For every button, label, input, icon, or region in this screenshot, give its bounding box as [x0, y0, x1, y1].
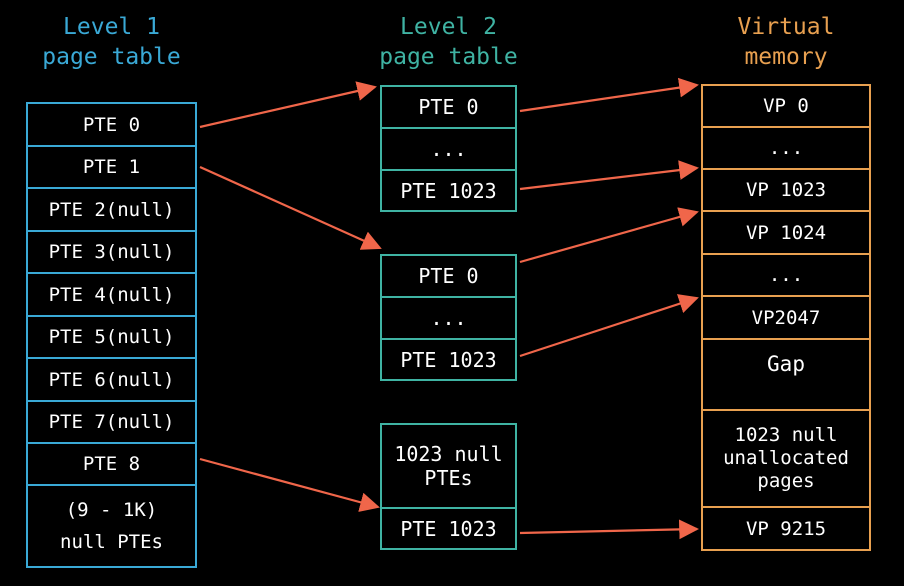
vm-ellipsis-2: ...	[703, 255, 869, 297]
arrow-l1pte8-to-l2c	[199, 457, 380, 512]
vm-gap: Gap	[703, 340, 869, 411]
level2-table-a: PTE 0 ... PTE 1023	[380, 85, 517, 212]
l2c-null-ptes: 1023 null PTEs	[382, 425, 515, 509]
arrow-l1pte1-to-l2b	[199, 165, 382, 250]
l1-pte-4: PTE 4(null)	[28, 274, 195, 317]
l2c-pte-1023: PTE 1023	[400, 516, 497, 541]
arrow-l2c1023-to-vp9215	[519, 519, 699, 540]
level1-page-table: PTE 0 PTE 1 PTE 2(null) PTE 3(null) PTE …	[26, 102, 197, 568]
l2b-ellipsis: ...	[382, 298, 515, 340]
l1-pte-8: PTE 8	[28, 444, 195, 486]
level2-table-b: PTE 0 ... PTE 1023	[380, 254, 517, 381]
l1-pte-7: PTE 7(null)	[28, 402, 195, 444]
arrow-l2b0-to-vp1024	[519, 207, 699, 264]
l1-pte-6: PTE 6(null)	[28, 359, 195, 402]
level1-heading: Level 1 page table	[42, 14, 181, 70]
arrow-l2a0-to-vp0	[519, 77, 699, 113]
virtual-memory: VP 0 ... VP 1023 VP 1024 ... VP2047 Gap …	[701, 84, 871, 551]
l2a-ellipsis: ...	[382, 129, 515, 171]
l1-pte-5: PTE 5(null)	[28, 317, 195, 359]
arrow-l1pte0-to-l2a	[199, 81, 377, 129]
l1-pte-1: PTE 1	[28, 147, 195, 189]
l2a-pte-0: PTE 0	[382, 87, 515, 129]
vm-vp-0: VP 0	[703, 86, 869, 128]
vm-vp-1023: VP 1023	[703, 170, 869, 212]
l1-pte-0: PTE 0	[28, 104, 195, 147]
l2b-pte-0: PTE 0	[382, 256, 515, 298]
vm-vp-9215: VP 9215	[745, 517, 827, 540]
vm-vp-1024: VP 1024	[703, 212, 869, 255]
level2-table-c: 1023 null PTEs PTE 1023	[380, 423, 517, 550]
level2-heading: Level 2 page table	[379, 14, 518, 70]
arrow-l2b1023-to-vp2047	[519, 294, 699, 358]
virtual-memory-heading: Virtual memory	[737, 14, 835, 70]
vm-vp-2047: VP2047	[703, 297, 869, 340]
arrow-l2a1023-to-vp1023	[519, 160, 699, 191]
l1-null-ptes: (9 - 1K) null PTEs	[60, 499, 163, 553]
l2b-pte-1023: PTE 1023	[400, 347, 497, 372]
l2a-pte-1023: PTE 1023	[400, 178, 497, 203]
l1-pte-3: PTE 3(null)	[28, 232, 195, 274]
vm-unallocated-pages: 1023 null unallocated pages	[703, 411, 869, 508]
vm-ellipsis-1: ...	[703, 128, 869, 170]
l1-pte-2: PTE 2(null)	[28, 189, 195, 232]
